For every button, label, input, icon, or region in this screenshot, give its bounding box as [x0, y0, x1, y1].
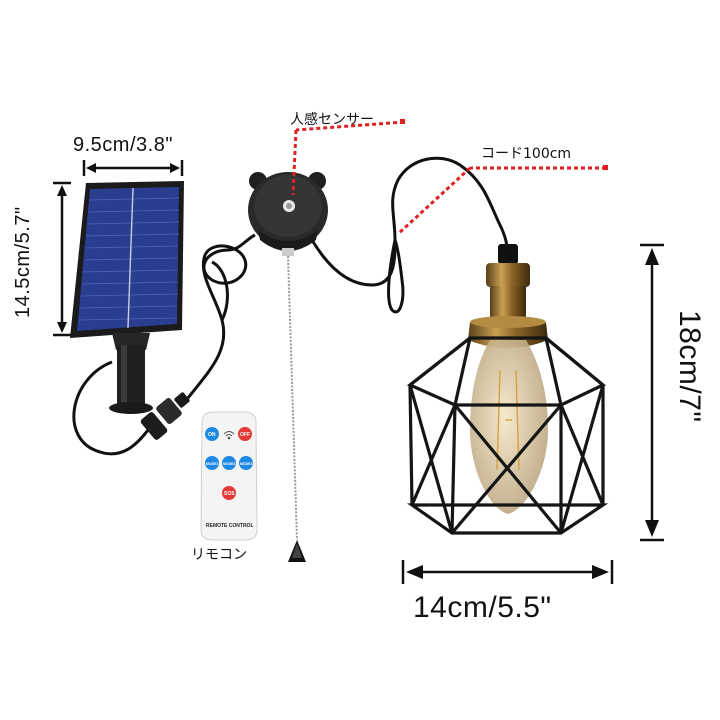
- pull-chain-handle: [288, 540, 306, 562]
- remote-on-button[interactable]: [205, 427, 219, 441]
- remote-off-button[interactable]: [238, 427, 252, 441]
- lamp-height-label: 18cm/7": [673, 310, 706, 423]
- dimension-arrows: [53, 160, 664, 584]
- pull-chain: [287, 255, 298, 541]
- coiled-cable: [186, 233, 256, 399]
- edison-bulb: [470, 340, 548, 514]
- remote-mode1-button[interactable]: [205, 456, 219, 470]
- lamp-socket: [468, 244, 548, 348]
- remote-control: ON OFF MODE1 MODE2 MODE3 SOS REMOTE CONT…: [200, 411, 258, 541]
- wifi-icon: [223, 431, 235, 440]
- svg-text:MODE2: MODE2: [223, 462, 236, 466]
- remote-label: リモコン: [191, 547, 247, 563]
- sensor-hub: [248, 172, 328, 256]
- panel-stand: [109, 333, 153, 414]
- panel-width-label: 9.5cm/3.8": [73, 134, 173, 156]
- cage-shade: [406, 336, 609, 535]
- svg-text:ON: ON: [208, 432, 216, 438]
- lamp-cable: [310, 156, 510, 287]
- cord-length-label: コード100cm: [481, 146, 572, 162]
- panel-cable: [72, 360, 150, 456]
- solar-panel: [70, 181, 184, 338]
- panel-height-label: 14.5cm/5.7": [12, 206, 34, 318]
- svg-text:MODE3: MODE3: [240, 462, 253, 466]
- remote-caption: REMOTE CONTROL: [206, 523, 254, 529]
- remote-mode3-button[interactable]: [239, 456, 253, 470]
- lamp-width-label: 14cm/5.5": [413, 591, 552, 624]
- remote-sos-button[interactable]: [222, 486, 236, 500]
- callout-lines: [291, 120, 606, 236]
- svg-text:SOS: SOS: [224, 491, 235, 497]
- cable-connector: [140, 392, 190, 440]
- svg-text:OFF: OFF: [240, 432, 250, 438]
- sensor-label: 人感センサー: [290, 112, 374, 128]
- svg-text:MODE1: MODE1: [206, 462, 219, 466]
- remote-mode2-button[interactable]: [222, 456, 236, 470]
